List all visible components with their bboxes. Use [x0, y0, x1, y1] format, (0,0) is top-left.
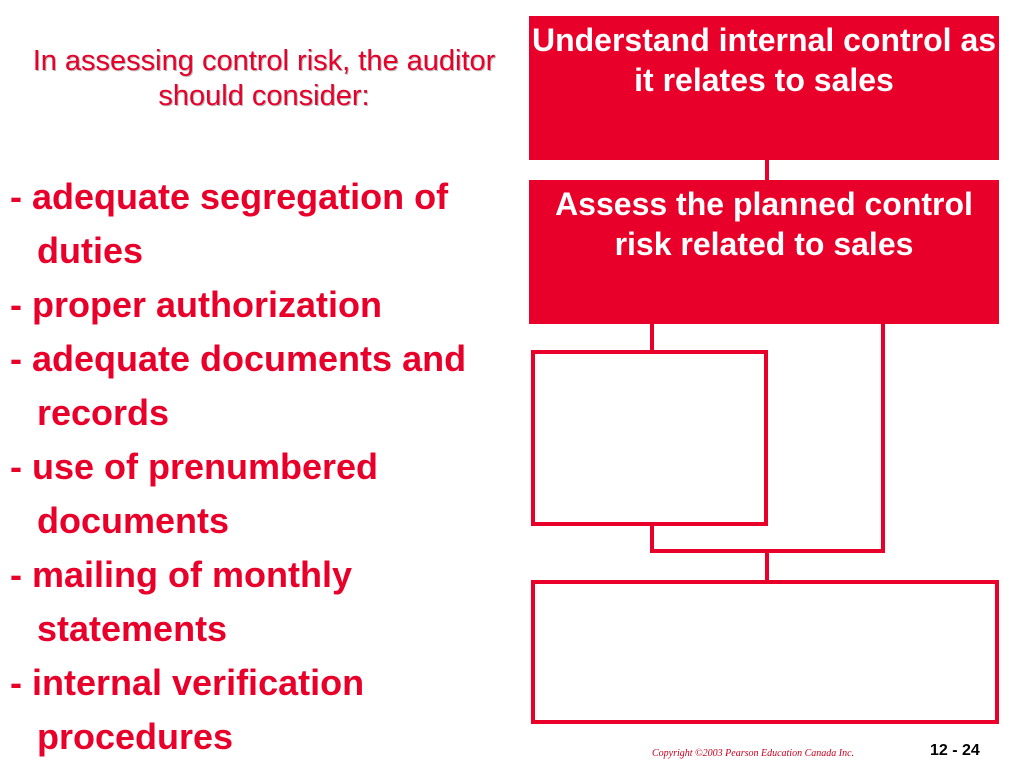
list-item: - mailing of monthly statements: [10, 554, 352, 649]
list-item: - adequate segregation of duties: [10, 176, 449, 271]
list-item: - use of prenumbered documents: [10, 446, 379, 541]
copyright-notice: Copyright ©2003 Pearson Education Canada…: [652, 748, 855, 759]
slide-subtitle: In assessing control risk, the auditor s…: [32, 45, 496, 112]
page-number: 12 - 24: [930, 742, 980, 759]
list-item: - internal verification procedures: [10, 662, 365, 757]
connector-step2-blank-right: [881, 320, 885, 553]
connector-step1-step2: [765, 158, 769, 182]
step-assess-control-risk: Assess the planned control risk related …: [529, 180, 999, 324]
connector-to-final: [765, 549, 769, 583]
list-item: - adequate documents and records: [10, 338, 467, 433]
connector-back-left: [650, 520, 654, 553]
blank-final-box: [531, 580, 999, 724]
blank-step-box: [531, 350, 768, 526]
consideration-list: - adequate segregation of duties - prope…: [10, 170, 520, 764]
list-item: - proper authorization: [10, 284, 382, 325]
step-understand-internal-control: Understand internal control as it relate…: [529, 16, 999, 160]
connector-step2-blank-left: [650, 320, 654, 354]
